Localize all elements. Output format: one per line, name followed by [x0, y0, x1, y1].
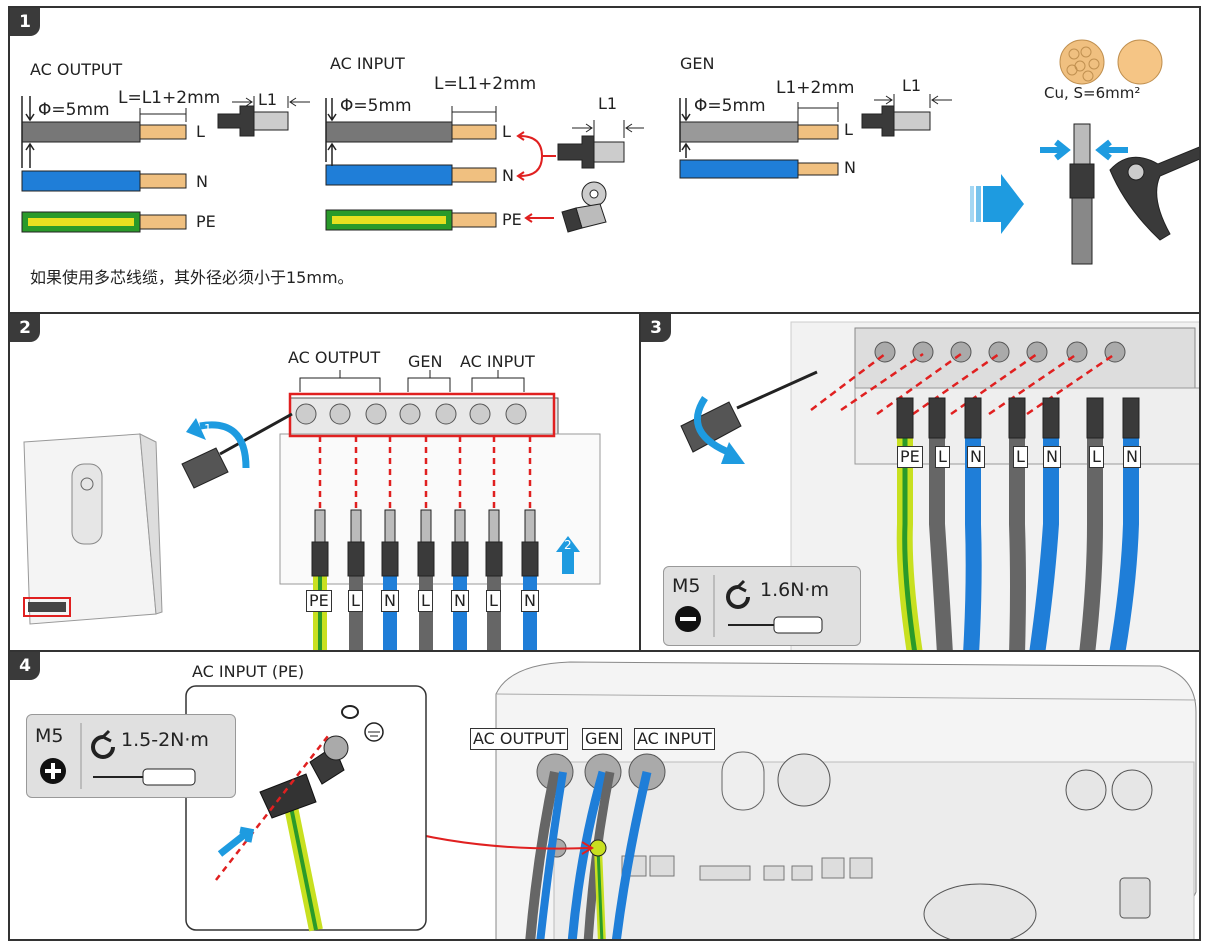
gen-strip-len: L1+2mm [776, 78, 854, 98]
gen-title: GEN [680, 54, 714, 73]
torque-callout: M5 1.5-2N·m [26, 714, 236, 798]
ac-output-title: AC OUTPUT [30, 60, 122, 79]
ac-input-title: AC INPUT [330, 54, 405, 73]
ac-input-wires [326, 98, 644, 232]
terminal-tag-pe: PE [897, 446, 923, 468]
ac-input-n-label: N [502, 166, 514, 185]
inverter-thumbnail [24, 434, 162, 624]
group-ac-output: AC OUTPUT [288, 348, 380, 367]
gen-n-label: N [844, 158, 856, 177]
torque-callout: M5 1.6N·m [663, 566, 861, 646]
terminal-tag-l1: L [935, 446, 950, 468]
group-gen: GEN [408, 352, 442, 371]
ac-output-l-label: L [196, 122, 205, 141]
terminal-tag-l3: L [1089, 446, 1104, 468]
gen-l1: L1 [902, 76, 921, 95]
gen-l-label: L [844, 120, 853, 139]
ac-input-pe-label: PE [502, 210, 522, 229]
ac-output-n-label: N [196, 172, 208, 191]
torque-value: 1.5-2N·m [121, 729, 209, 751]
group-ac-input: AC INPUT [460, 352, 535, 371]
screwdriver-icon [774, 617, 822, 633]
port-label-ac-output: AC OUTPUT [470, 728, 568, 750]
terminal-tag-l3: L [486, 590, 501, 612]
terminal-tag-n1: N [967, 446, 985, 468]
terminal-tag-n2: N [1043, 446, 1061, 468]
step4-panel: 4 AC INPUT (PE) [8, 650, 1201, 941]
terminal-tag-l1: L [348, 590, 363, 612]
ac-output-l1: L1 [258, 90, 277, 109]
arrow-step-1: 1 [204, 422, 212, 436]
cable-spec: Cu, S=6mm² [1044, 84, 1140, 102]
step1-panel: 1 [8, 6, 1201, 314]
terminal-tag-n3: N [521, 590, 539, 612]
step2-panel: 2 [8, 312, 641, 652]
screwdriver-icon [143, 769, 195, 785]
gen-phi: Φ=5mm [694, 96, 766, 116]
crimping-illustration [1040, 124, 1201, 264]
ac-input-l1: L1 [598, 94, 617, 113]
ac-input-strip-len: L=L1+2mm [434, 74, 536, 94]
ac-input-phi: Φ=5mm [340, 96, 412, 116]
ac-input-l-label: L [502, 122, 511, 141]
ac-output-phi: Φ=5mm [38, 100, 110, 120]
ac-output-pe-label: PE [196, 212, 216, 231]
ac-output-strip-len: L=L1+2mm [118, 88, 220, 108]
cable-cross-section [1060, 40, 1162, 84]
torque-value: 1.6N·m [760, 579, 829, 601]
terminal-tag-l2: L [1013, 446, 1028, 468]
terminal-tag-n3: N [1123, 446, 1141, 468]
direction-arrow [970, 174, 1024, 234]
port-label-ac-input: AC INPUT [634, 728, 715, 750]
cables [320, 574, 530, 652]
terminal-tag-l2: L [418, 590, 433, 612]
terminal-tag-n1: N [381, 590, 399, 612]
multicore-note: 如果使用多芯线缆，其外径必须小于15mm。 [30, 264, 354, 288]
step3-panel: 3 [639, 312, 1201, 652]
screwdriver [182, 414, 292, 488]
arrow-step-2: 2 [564, 538, 572, 552]
terminal-tag-pe: PE [306, 590, 332, 612]
terminal-tag-n2: N [451, 590, 469, 612]
port-label-gen: GEN [582, 728, 622, 750]
